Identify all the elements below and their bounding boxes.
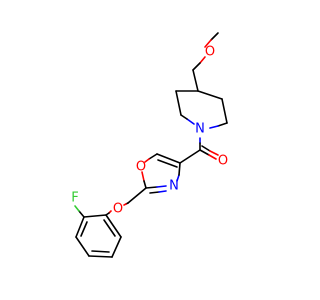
bond-benzene-c4-c5 xyxy=(88,255,113,258)
bond-oxazole-o-c2 xyxy=(143,180,147,189)
bond-oxazole-n-c4 xyxy=(178,162,181,176)
fluorine-label: F xyxy=(71,191,78,206)
bond-pip-n-c6-blue xyxy=(186,118,195,125)
bond-carbonyl-double-a-red xyxy=(208,154,217,160)
bond-benzene-c3-c4 xyxy=(75,236,90,257)
oxazole-oxygen-label: O xyxy=(136,160,146,175)
bond-oxazole-c2-n-inner xyxy=(149,191,160,194)
bond-pip-c4-c3 xyxy=(197,90,223,100)
bond-oxygen-methylene xyxy=(199,56,206,64)
bond-oxazole-o-c2-red xyxy=(141,171,145,182)
bond-pip-c2-n-blue xyxy=(209,125,219,129)
molecule-structure: O N O O N O F xyxy=(71,32,228,258)
bond-pip-c6-c5 xyxy=(175,90,182,116)
bond-methylene-carbon xyxy=(192,62,201,71)
bond-c2-methylene xyxy=(127,187,147,204)
bond-oxazole-c5-o xyxy=(148,153,158,160)
bond-benzene-c5-c6 xyxy=(111,236,122,258)
bond-oxazole-c4-c5-inner xyxy=(157,159,178,168)
bond-oxazole-c2-n xyxy=(145,186,158,189)
bond-carbonyl-double-a xyxy=(199,149,210,156)
bond-benzene-fluorine xyxy=(78,210,85,218)
bond-benzene-fluorine-green xyxy=(74,205,80,212)
bond-carbonyl-double-b xyxy=(201,145,211,152)
bond-benzene-c6-c1-inner xyxy=(103,219,116,237)
bond-oxazole-c2-n-blue xyxy=(156,185,167,188)
bond-pip-c3-c2 xyxy=(221,98,228,124)
bond-oxazole-c5-o-red xyxy=(144,158,150,163)
bond-methylene-ring xyxy=(192,69,199,92)
bond-benzene-c1-c2 xyxy=(83,214,107,218)
bond-methyl-oxygen xyxy=(204,39,212,48)
ether-oxygen-label: O xyxy=(113,202,123,217)
bond-benzene-c2-c3-inner xyxy=(80,221,88,237)
bond-oxazole-c4-c5 xyxy=(156,153,181,164)
bond-carbonyl-oxazole xyxy=(179,149,201,164)
bond-benzene-c4-c5-inner xyxy=(91,250,110,253)
bond-benzene-c6-c1 xyxy=(105,214,122,238)
bond-carbonyl-double-b-red xyxy=(209,150,219,156)
bond-methyl-carbon xyxy=(210,32,219,41)
bond-methylene-ether-red xyxy=(123,203,127,206)
bond-pip-n-c6 xyxy=(180,114,188,120)
carbonyl-oxygen-label: O xyxy=(218,154,228,169)
oxazole-nitrogen-label: N xyxy=(169,179,179,194)
bond-oxazole-n-c4-blue xyxy=(176,174,180,182)
molecule-diagram: O N O O N O F xyxy=(71,32,229,258)
methoxy-oxygen-label: O xyxy=(205,45,215,60)
bond-oxazole-c2-n-inner-blue xyxy=(158,190,167,193)
bond-benzene-c2-c3 xyxy=(75,216,85,238)
bond-pip-c2-n xyxy=(217,122,228,127)
piperidine-nitrogen-label: N xyxy=(195,122,205,137)
